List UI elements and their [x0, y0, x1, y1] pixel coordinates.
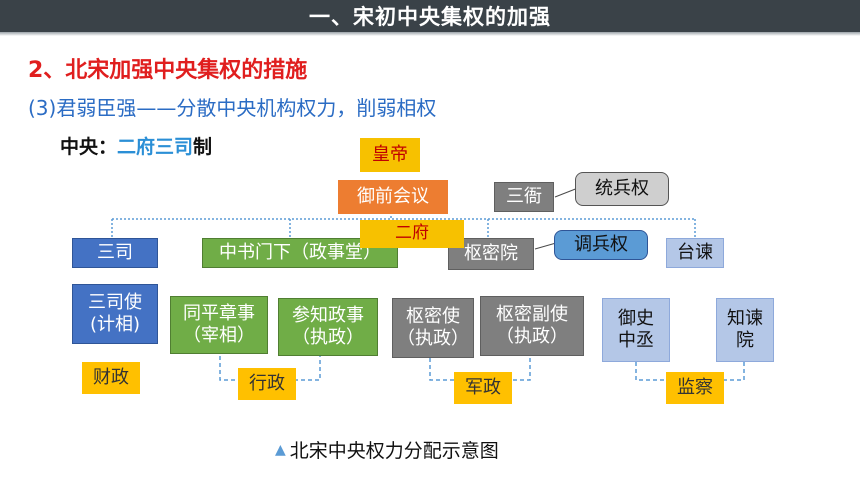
node-privy-commissioner: 枢密使 （执政） [392, 298, 474, 358]
tag-supervision: 监察 [666, 372, 724, 404]
tag-administration: 行政 [238, 368, 296, 400]
tag-military: 军政 [454, 372, 512, 404]
center-prefix: 中央： [60, 136, 118, 158]
diagram-caption: ▲ 北宋中央权力分配示意图 [275, 436, 499, 463]
node-yushi-zhongcheng: 御史 中丞 [602, 298, 670, 362]
node-san-si-shi: 三司使 (计相) [72, 284, 158, 344]
callout-command-troops: 统兵权 [575, 172, 669, 206]
node-zhi-jianyuan: 知谏 院 [716, 298, 774, 362]
caption-text: 北宋中央权力分配示意图 [289, 440, 499, 462]
node-tai-jian: 台谏 [666, 238, 724, 268]
tag-finance: 财政 [82, 362, 140, 394]
node-san-ya: 三衙 [494, 182, 554, 212]
header-title: 一、宋初中央集权的加强 [309, 5, 551, 29]
section-subheading: (3)君弱臣强——分散中央机构权力，削弱相权 [28, 96, 437, 120]
center-system-line: 中央：二府三司制 [60, 132, 212, 159]
center-suffix: 制 [193, 136, 213, 158]
node-imperial-council: 御前会议 [338, 180, 448, 214]
node-canzhi: 参知政事 （执政） [278, 298, 378, 356]
triangle-icon: ▲ [275, 441, 286, 458]
center-highlight: 二府三司 [117, 136, 194, 158]
page-header: 一、宋初中央集权的加强 [0, 0, 860, 32]
node-privy-vice: 枢密副使 （执政） [480, 296, 584, 356]
node-emperor: 皇帝 [360, 138, 420, 172]
section-heading: 2、北宋加强中央集权的措施 [28, 58, 308, 83]
node-er-fu: 二府 [360, 220, 464, 248]
header-divider [0, 32, 860, 36]
callout-pointer-deploy [534, 242, 557, 250]
callout-deploy-troops: 调兵权 [554, 230, 648, 260]
node-tongpingzhang: 同平章事 （宰相） [170, 296, 268, 354]
callout-pointer-command [554, 187, 579, 198]
node-san-si: 三司 [72, 238, 158, 268]
